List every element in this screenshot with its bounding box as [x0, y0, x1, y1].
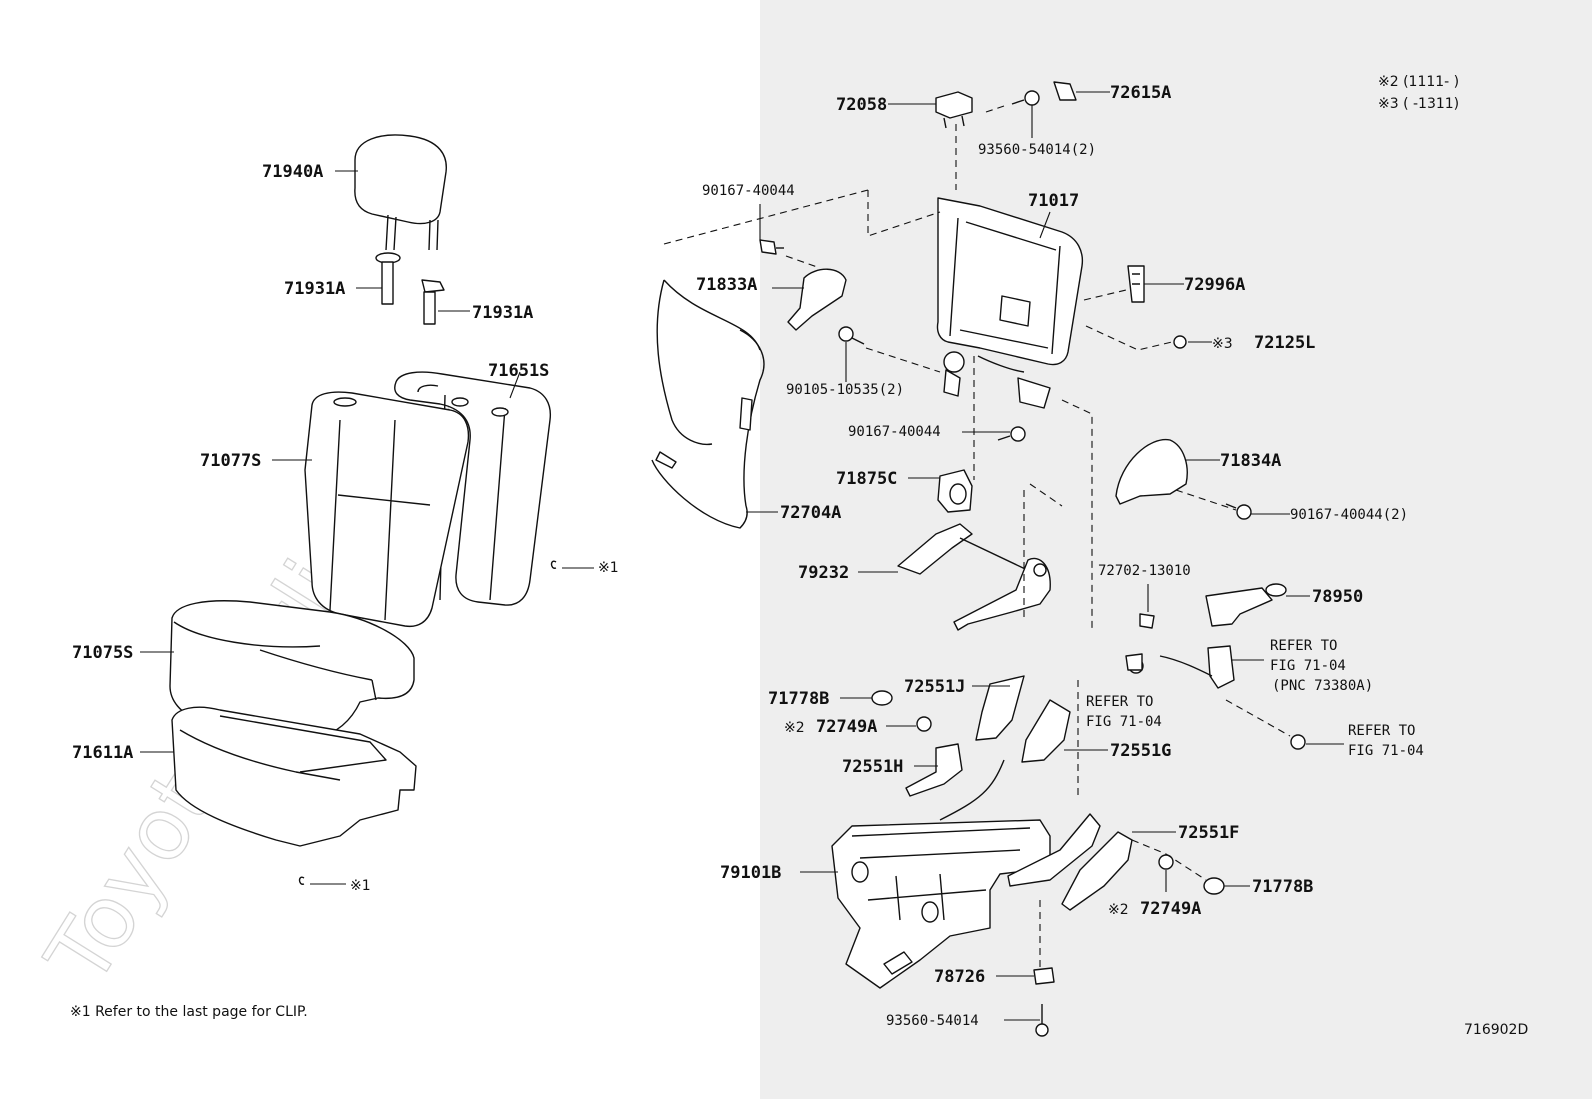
bolt-72702-13010[interactable] [1139, 613, 1155, 629]
label-90167-40044-top: 90167-40044 [702, 183, 795, 199]
bolt-90167-40044-pair[interactable] [1225, 503, 1252, 520]
bolt-90167-40044-top[interactable] [759, 239, 784, 255]
label-71651s: 71651S [488, 361, 549, 381]
clip-72125l[interactable] [1173, 335, 1187, 349]
refer-3-line-2: FIG 71-04 [1348, 743, 1424, 759]
diagram-code: 716902D [1464, 1022, 1528, 1038]
headrest-71940a[interactable] [354, 134, 447, 251]
label-71778b-right: 71778B [1252, 877, 1313, 897]
refer-2-line-1: REFER TO [1086, 694, 1153, 710]
label-72615a: 72615A [1110, 83, 1171, 103]
clip-refer-fig-71-04[interactable] [1125, 653, 1143, 671]
clip-72615a[interactable] [1053, 81, 1077, 101]
cover-side-lower[interactable] [1007, 813, 1133, 911]
label-72058: 72058 [836, 95, 887, 115]
part-78726[interactable] [1033, 967, 1055, 985]
clip-note-upper: ※1 [598, 560, 619, 576]
cable-72704a[interactable] [651, 279, 765, 529]
cover-71834a[interactable] [1115, 438, 1188, 505]
label-72996a: 72996A [1184, 275, 1245, 295]
label-78950: 78950 [1312, 587, 1363, 607]
refer-1-line-1: REFER TO [1270, 638, 1337, 654]
label-79232: 79232 [798, 563, 849, 583]
label-90167-40044-mid: 90167-40044 [848, 424, 941, 440]
cover-71875c[interactable] [937, 469, 973, 513]
label-71875c: 71875C [836, 469, 897, 489]
label-90105-10535-2: 90105-10535(2) [786, 382, 904, 398]
label-71077s: 71077S [200, 451, 261, 471]
label-78726: 78726 [934, 967, 985, 987]
cover-72551h[interactable] [905, 743, 1005, 821]
label-93560-54014: 93560-54014 [886, 1013, 979, 1029]
label-72125l: 72125L [1254, 333, 1315, 353]
hinge-79232[interactable] [897, 523, 1051, 631]
bolt-93560-54014-bottom[interactable] [1035, 1004, 1049, 1037]
nut-72749a-right[interactable] [1158, 854, 1174, 870]
latch-72996a[interactable] [1127, 265, 1145, 303]
refer-1-line-3: (PNC 73380A) [1272, 678, 1373, 694]
clip-icon-upper [550, 560, 557, 569]
label-71931a-right: 71931A [472, 303, 533, 323]
cover-72551j[interactable] [975, 675, 1025, 741]
strap-78950[interactable] [1205, 583, 1287, 627]
label-72125l-prefix: ※3 [1212, 336, 1233, 352]
label-72702-13010: 72702-13010 [1098, 563, 1191, 579]
label-71075s: 71075S [72, 643, 133, 663]
clip-icon-lower [298, 876, 305, 885]
label-72551j: 72551J [904, 677, 965, 697]
label-72749a-right-prefix: ※2 [1108, 902, 1129, 918]
bolt-90167-40044-mid[interactable] [997, 426, 1026, 442]
label-71611a: 71611A [72, 743, 133, 763]
headrest-guide-right-71931a[interactable] [421, 279, 445, 325]
label-93560-54014-2: 93560-54014(2) [978, 142, 1096, 158]
cap-71778b-right[interactable] [1203, 877, 1225, 895]
refer-2-line-2: FIG 71-04 [1086, 714, 1162, 730]
seatback-frame-71017[interactable] [936, 197, 1084, 409]
cap-71778b-left[interactable] [871, 690, 893, 706]
legend-note-3: ※3 ( -1311) [1378, 96, 1459, 112]
nut-72749a-left[interactable] [916, 716, 932, 732]
seatback-cover-71651s[interactable] [394, 371, 552, 606]
footnote: ※1 Refer to the last page for CLIP. [70, 1004, 308, 1020]
label-72704a: 72704A [780, 503, 841, 523]
cover-71833a[interactable] [787, 268, 847, 331]
label-71017: 71017 [1028, 191, 1079, 211]
cushion-pad-71611a[interactable] [171, 706, 417, 847]
label-72749a-right: 72749A [1140, 899, 1201, 919]
clip-note-lower: ※1 [350, 878, 371, 894]
label-71931a-left: 71931A [284, 279, 345, 299]
cover-72551g[interactable] [1021, 699, 1071, 763]
label-79101b: 79101B [720, 863, 781, 883]
label-71833a: 71833A [696, 275, 757, 295]
label-90167-40044-2: 90167-40044(2) [1290, 507, 1408, 523]
label-72551h: 72551H [842, 757, 903, 777]
label-71834a: 71834A [1220, 451, 1281, 471]
refer-1-line-2: FIG 71-04 [1270, 658, 1346, 674]
bracket-72058[interactable] [935, 91, 973, 129]
legend-note-2: ※2 (1111- ) [1378, 74, 1459, 90]
bolt-93560-54014-top[interactable] [1011, 90, 1040, 106]
seatbelt-buckle[interactable] [1128, 645, 1235, 689]
bolt-refer-fig-71-04[interactable] [1290, 734, 1306, 750]
cushion-frame-79101b[interactable] [831, 819, 1051, 989]
label-72749a-left-prefix: ※2 [784, 720, 805, 736]
label-72551g: 72551G [1110, 741, 1171, 761]
seatback-cover-71077s[interactable] [304, 391, 470, 628]
label-72749a-left: 72749A [816, 717, 877, 737]
label-71940a: 71940A [262, 162, 323, 182]
refer-3-line-1: REFER TO [1348, 723, 1415, 739]
bolt-90105-10535[interactable] [838, 326, 865, 345]
label-71778b-left: 71778B [768, 689, 829, 709]
label-72551f: 72551F [1178, 823, 1239, 843]
headrest-guide-left-71931a[interactable] [375, 252, 401, 305]
